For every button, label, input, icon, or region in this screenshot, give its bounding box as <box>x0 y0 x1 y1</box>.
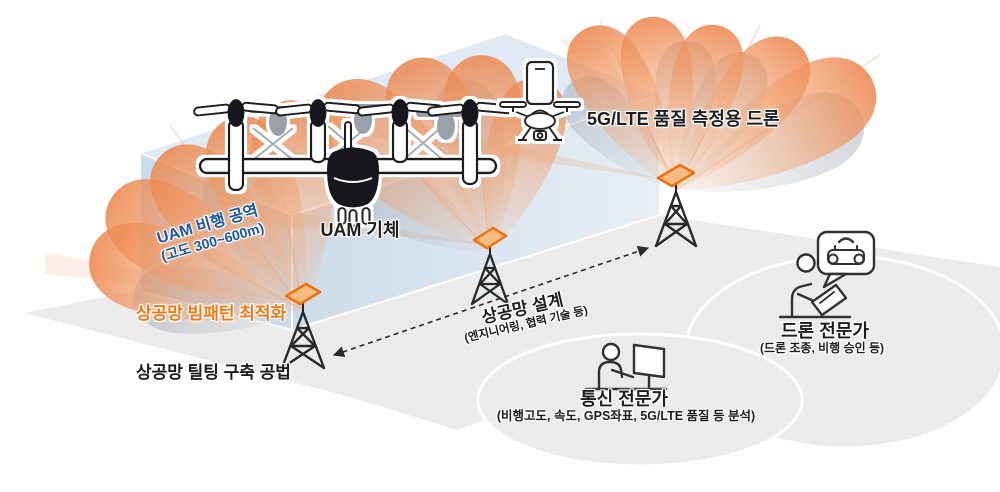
comm-expert-person-icon <box>584 342 668 391</box>
comm-expert-label: 통신 전문가 <box>580 389 668 409</box>
measurement-drone-label: 5G/LTE 품질 측정용 드론 <box>587 109 780 129</box>
antenna-panel-center-icon <box>472 226 508 255</box>
comm-expert-sublabel: (비행고도, 속도, GPS좌표, 5G/LTE 품질 등 분석) <box>496 409 756 423</box>
cell-tower-left-icon <box>280 282 326 370</box>
clipboard-icon <box>810 283 848 317</box>
beam-pattern-label: 상공망 빔패턴 최적화 <box>136 304 287 323</box>
drone-expert-person-icon <box>778 230 876 319</box>
smartphone-icon <box>525 60 555 106</box>
uam-aircraft-icon <box>193 99 513 227</box>
beam-fan-right <box>548 11 894 229</box>
measurement-drone-icon <box>499 60 581 141</box>
cell-tower-center-icon <box>470 226 510 306</box>
antenna-panel-right-icon <box>656 163 696 193</box>
uam-vehicle-label: UAM 기체 <box>320 220 400 240</box>
monitor-icon <box>632 343 666 390</box>
remote-controller-speech-bubble-icon <box>816 230 876 289</box>
tilting-method-label: 상공망 틸팅 구축 공법 <box>136 363 291 382</box>
drone-expert-label: 드론 전문가 <box>781 321 869 341</box>
drone-expert-sublabel: (드론 조종, 비행 승인 등) <box>759 341 885 355</box>
cell-tower-right-icon <box>654 163 698 248</box>
dashed-arrow <box>332 245 650 358</box>
beam-fan-left <box>79 97 345 353</box>
antenna-panel-left-icon <box>284 282 322 313</box>
